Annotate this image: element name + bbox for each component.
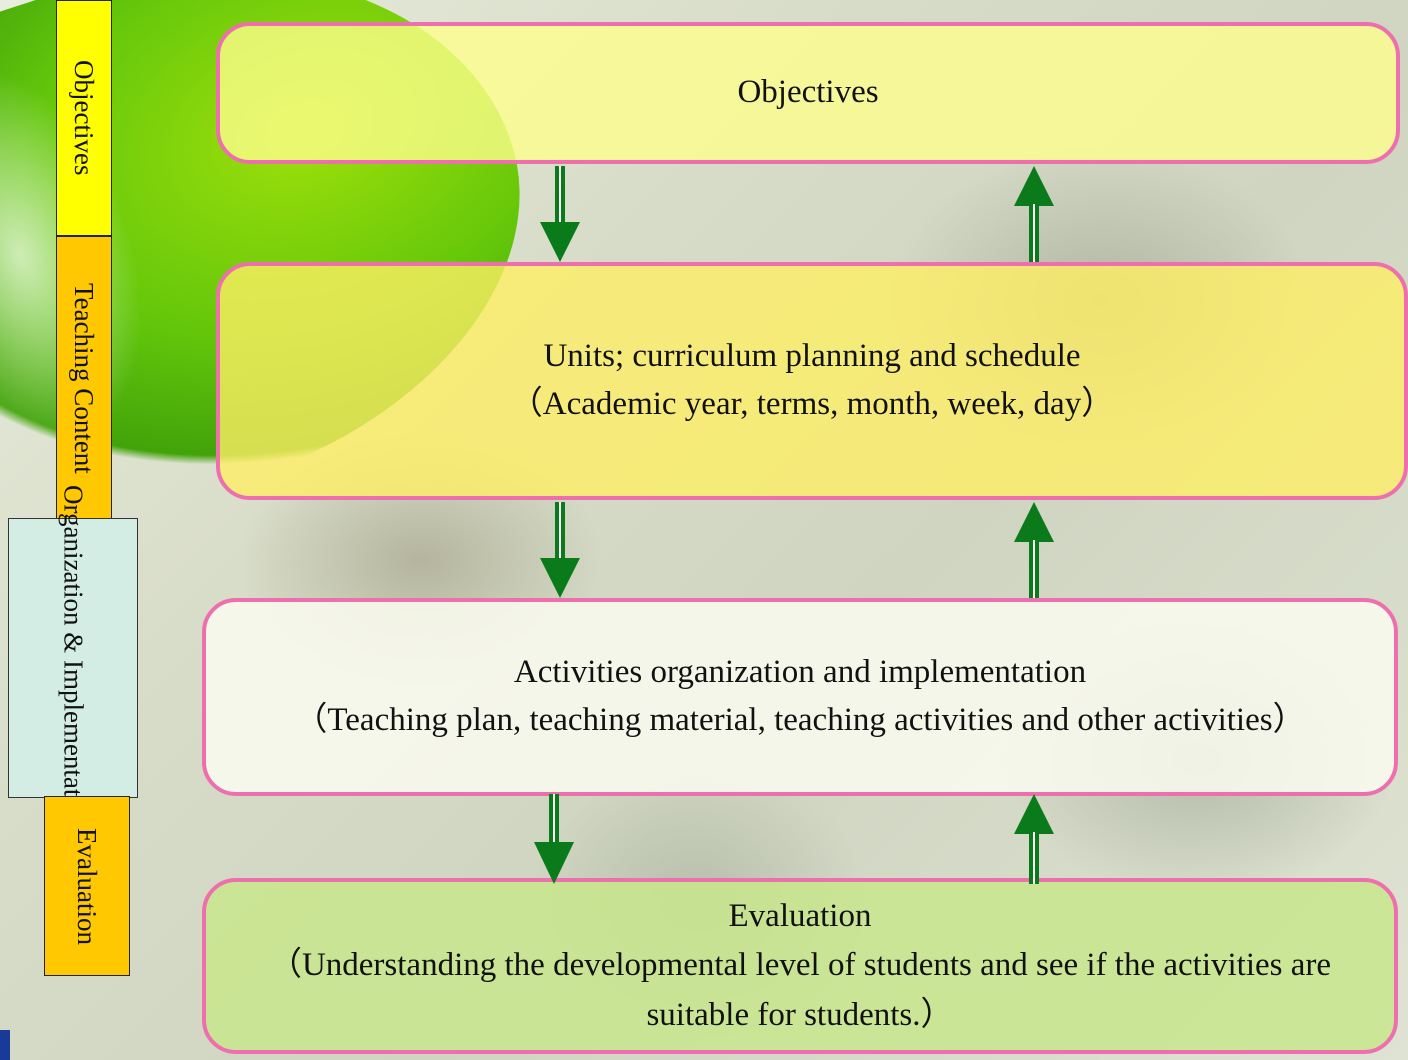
corner-logo-fragment [0,1030,10,1060]
evaluation-box-title: Evaluation [728,897,872,934]
side-label-evaluation-text: Evaluation [72,827,103,945]
side-label-objectives-text: Objectives [69,60,100,176]
activities-box-title: Activities organization and implementati… [513,654,1087,691]
side-label-objectives: Objectives [56,0,112,236]
objectives-box-title: Objectives [737,74,879,111]
down-arrow-icon [540,166,580,262]
activities-box: Activities organization and implementati… [202,598,1398,796]
side-label-evaluation: Evaluation [44,796,130,976]
up-arrow-icon [1014,166,1054,262]
down-arrow-icon [540,502,580,598]
units-box-title: Units; curriculum planning and schedule [543,338,1081,375]
up-arrow-icon [1014,502,1054,598]
up-arrow-icon [1014,794,1054,884]
down-arrow-icon [534,794,574,884]
side-label-teaching-content-text: Teaching Content [69,282,100,474]
side-label-organization-implementation-text: Organization & Implementation [58,485,89,831]
evaluation-box: Evaluation （Understanding the developmen… [202,878,1398,1054]
activities-box-detail: （Teaching plan, teaching material, teach… [294,702,1306,738]
evaluation-box-detail: （Understanding the developmental level o… [268,947,1332,1033]
units-box: Units; curriculum planning and schedule … [216,262,1408,500]
objectives-box: Objectives [216,22,1400,164]
side-label-teaching-content: Teaching Content [56,236,112,520]
units-box-detail: （Academic year, terms, month, week, day） [509,386,1115,422]
side-label-organization-implementation: Organization & Implementation [8,485,138,831]
